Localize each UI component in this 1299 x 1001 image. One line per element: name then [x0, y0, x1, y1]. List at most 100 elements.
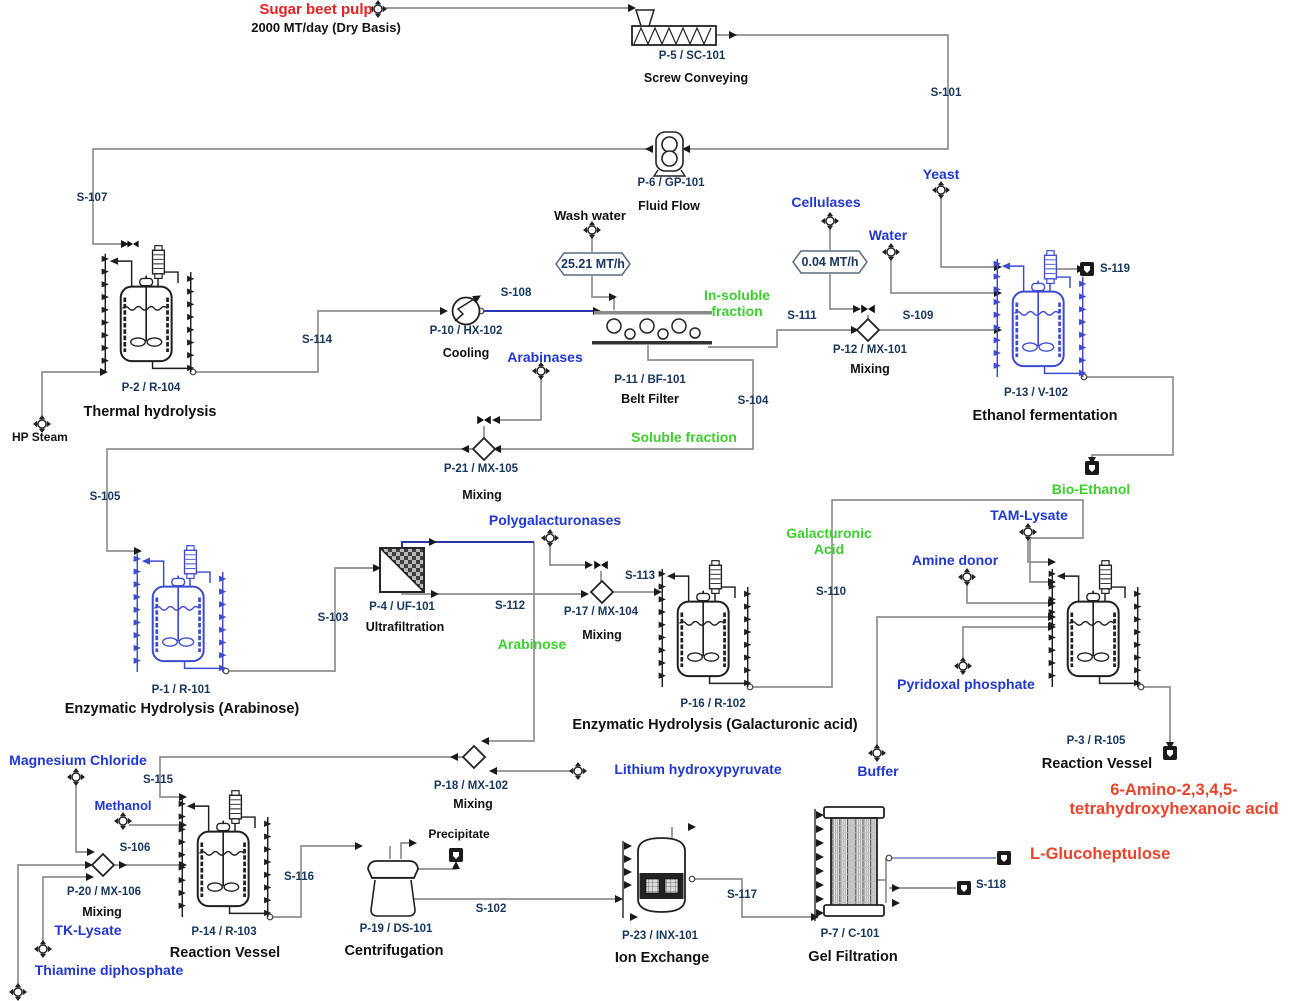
port-tk-lysate-icon — [33, 939, 53, 959]
port-thiamine-icon — [8, 982, 28, 1001]
icon-mixer-mx106 — [91, 853, 115, 877]
input-label-tk-lysate: TK-Lysate — [54, 922, 122, 938]
feed-label: Sugar beet pulp — [259, 1, 373, 18]
line-s107 — [92, 148, 653, 245]
icon-belt-filter — [592, 311, 712, 345]
stream-label-s109: S-109 — [902, 310, 934, 322]
input-label-hp-steam: HP Steam — [12, 430, 68, 444]
stream-label-s115: S-115 — [142, 774, 174, 786]
icon-mixer-mx105 — [472, 437, 496, 461]
intermediate-label-bio-ethanol: Bio-Ethanol — [1051, 481, 1131, 497]
unit-tag-mx104: P-17 / MX-104 — [563, 606, 639, 618]
line-thiamine — [17, 864, 86, 986]
unit-tag-mx101: P-12 / MX-101 — [832, 344, 908, 356]
input-label-tam-lysate: TAM-Lysate — [990, 507, 1068, 523]
icon-enzymatic-hydrolysis-galacturonic-vessel — [657, 559, 753, 689]
icon-mixer-mx101 — [856, 318, 880, 342]
port-amine-donor-icon — [957, 567, 977, 587]
stream-label-s118: S-118 — [976, 879, 1007, 891]
output-amino-acid-icon — [1163, 746, 1177, 760]
line-amine-donor — [966, 584, 1049, 604]
icon-centrifuge — [367, 860, 419, 917]
product-label-amino-acid: 6-Amino-2,3,4,5-tetrahydroxyhexanoic aci… — [1069, 781, 1279, 818]
unit-tag-r104: P-2 / R-104 — [121, 382, 181, 394]
line-hp-steam — [41, 371, 101, 418]
unit-name-mx101: Mixing — [850, 362, 890, 376]
stream-label-s106: S-106 — [119, 842, 151, 854]
stream-label-s103: S-103 — [317, 612, 349, 624]
output-bio-ethanol-icon — [1085, 461, 1099, 475]
input-label-amine-donor: Amine donor — [911, 552, 999, 568]
port-methanol-icon — [113, 811, 133, 831]
stream-label-s116: S-116 — [283, 871, 315, 883]
intermediate-label-soluble: Soluble fraction — [631, 429, 737, 445]
line-product-out — [1141, 686, 1171, 744]
port-water-icon — [881, 242, 901, 262]
icon-screw-conveyor — [631, 9, 717, 46]
line-s111 — [708, 329, 852, 348]
line-tam-lysate — [1027, 539, 1049, 563]
input-label-lithium: Lithium hydroxypyruvate — [614, 761, 782, 777]
icon-mixer-mx104 — [590, 580, 614, 604]
port-yeast-icon — [931, 180, 951, 200]
line-wash-water — [591, 237, 615, 310]
icon-gear-pump — [652, 131, 687, 177]
output-s118-icon — [957, 881, 971, 895]
input-label-cellulases: Cellulases — [791, 194, 861, 210]
unit-tag-r102: P-16 / R-102 — [680, 698, 746, 710]
stream-label-s107: S-107 — [76, 192, 108, 204]
unit-name-mx106: Mixing — [82, 905, 122, 919]
port-pyridoxal-icon — [953, 656, 973, 676]
line-s114 — [193, 310, 441, 373]
input-label-magnesium: Magnesium Chloride — [9, 752, 147, 768]
line-s101 — [686, 34, 949, 150]
icon-gel-filtration-column — [814, 806, 885, 921]
line-arabinose — [486, 542, 535, 742]
unit-name-inx101: Ion Exchange — [614, 950, 710, 966]
input-label-thiamine: Thiamine diphosphate — [34, 962, 184, 978]
line-gel-outlets — [877, 858, 956, 903]
stream-label-s112: S-112 — [494, 600, 526, 612]
unit-tag-inx101: P-23 / INX-101 — [621, 930, 699, 942]
line-s116 — [270, 842, 410, 918]
unit-name-c101: Gel Filtration — [808, 949, 898, 965]
line-polygalacturonases — [549, 545, 586, 566]
line-arabinases — [483, 378, 542, 438]
feed-rate-label: 2000 MT/day (Dry Basis) — [251, 20, 401, 35]
icon-ultrafiltration — [379, 547, 425, 593]
line-yeast — [940, 197, 995, 268]
unit-tag-r105: P-3 / R-105 — [1066, 735, 1126, 747]
flow-rate-tags: 25.21 MT/h 0.04 MT/h — [555, 250, 868, 276]
input-label-pyridoxal: Pyridoxal phosphate — [897, 676, 1035, 692]
unit-name-mx105: Mixing — [462, 488, 502, 502]
unit-tag-sc101: P-5 / SC-101 — [658, 50, 726, 62]
input-label-yeast: Yeast — [922, 166, 960, 182]
icon-ion-exchange — [622, 827, 686, 918]
icon-reaction-vessel-r105 — [1047, 559, 1143, 689]
line-magnesium — [75, 784, 88, 853]
stream-label-s105: S-105 — [89, 491, 121, 503]
line-tk-lysate — [42, 876, 87, 943]
input-label-buffer: Buffer — [857, 763, 899, 779]
stream-label-s108: S-108 — [500, 287, 532, 299]
unit-name-mx102: Mixing — [453, 797, 493, 811]
valve-s107-icon — [127, 240, 139, 248]
unit-name-uf101: Ultrafiltration — [365, 620, 445, 634]
unit-name-r105: Reaction Vessel — [1041, 756, 1153, 772]
input-label-polygalacturonases: Polygalacturonases — [488, 512, 622, 528]
unit-name-bf101: Belt Filter — [621, 392, 679, 406]
unit-name-r101: Enzymatic Hydrolysis (Arabinose) — [64, 701, 300, 717]
unit-tag-mx105: P-21 / MX-105 — [443, 463, 519, 475]
flow-arrows — [85, 4, 1174, 921]
icon-mixer-mx102 — [462, 745, 486, 769]
stream-label-s102: S-102 — [475, 903, 507, 915]
line-water — [890, 258, 995, 294]
port-lithium-icon — [568, 761, 588, 781]
stream-label-s117: S-117 — [726, 889, 758, 901]
unit-tag-ds101: P-19 / DS-101 — [359, 923, 433, 935]
line-s117 — [692, 878, 812, 918]
stream-label-s111: S-111 — [787, 310, 817, 322]
line-pyridoxal — [962, 626, 1049, 660]
